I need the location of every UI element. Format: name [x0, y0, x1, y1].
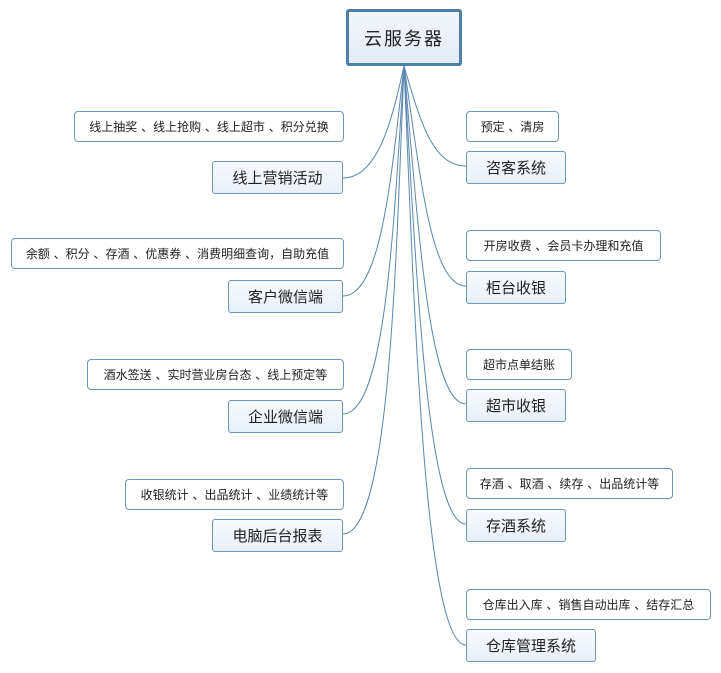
connector-line: [342, 65, 405, 297]
note-warehouse-management: 仓库出入库 、销售自动出库 、结存汇总: [466, 589, 711, 620]
note-text: 超市点单结账: [482, 358, 555, 372]
connector-line: [342, 65, 405, 415]
note-online-marketing: 线上抽奖 、线上抢购 、线上超市 、积分兑换: [74, 111, 344, 142]
topic-label: 超市收银: [485, 397, 546, 415]
topic-online-marketing[interactable]: 线上营销活动: [212, 161, 343, 194]
topic-supermarket-cashier[interactable]: 超市收银: [466, 389, 566, 422]
note-text: 线上抽奖 、线上抢购 、线上超市 、积分兑换: [89, 120, 329, 134]
connector-line: [342, 65, 405, 179]
note-enterprise-wechat: 酒水签送 、实时营业房台态 、线上预定等: [87, 359, 344, 390]
topic-label: 企业微信端: [247, 408, 323, 426]
topic-pc-reports[interactable]: 电脑后台报表: [212, 519, 343, 552]
connector-line: [403, 65, 467, 405]
connector-line: [403, 65, 467, 525]
topic-reception-system[interactable]: 咨客系统: [466, 151, 566, 184]
topic-warehouse-management[interactable]: 仓库管理系统: [466, 629, 596, 662]
note-text: 酒水签送 、实时营业房台态 、线上预定等: [103, 368, 328, 382]
topic-label: 咨客系统: [485, 159, 546, 177]
connector-line: [403, 65, 467, 287]
connector-line: [342, 65, 405, 535]
topic-label: 存酒系统: [485, 517, 546, 535]
note-reception-system: 预定 、清房: [466, 111, 559, 142]
note-customer-wechat: 余额 、积分 、存酒 、优惠券 、消费明细查询，自助充值: [11, 238, 344, 269]
note-text: 收银统计 、出品统计 、业绩统计等: [140, 488, 329, 502]
topic-label: 电脑后台报表: [232, 527, 323, 545]
topic-wine-storage[interactable]: 存酒系统: [466, 509, 566, 542]
topic-enterprise-wechat[interactable]: 企业微信端: [228, 400, 343, 433]
topic-label: 线上营销活动: [232, 169, 323, 187]
note-pc-reports: 收银统计 、出品统计 、业绩统计等: [125, 479, 344, 510]
note-text: 开房收费 、会员卡办理和充值: [483, 239, 644, 253]
topic-counter-cashier[interactable]: 柜台收银: [466, 271, 566, 304]
note-text: 预定 、清房: [480, 120, 545, 134]
root-node[interactable]: 云服务器: [346, 9, 462, 66]
connector-line: [403, 65, 467, 646]
note-text: 存酒 、取酒 、续存 、出品统计等: [479, 477, 660, 491]
topic-label: 仓库管理系统: [485, 637, 576, 655]
connector-line: [403, 65, 467, 167]
topic-label: 柜台收银: [485, 279, 546, 297]
note-text: 仓库出入库 、销售自动出库 、结存汇总: [482, 598, 695, 612]
note-wine-storage: 存酒 、取酒 、续存 、出品统计等: [466, 468, 673, 499]
root-label: 云服务器: [364, 28, 444, 50]
note-counter-cashier: 开房收费 、会员卡办理和充值: [466, 230, 661, 261]
note-supermarket-cashier: 超市点单结账: [466, 349, 572, 380]
topic-customer-wechat[interactable]: 客户微信端: [228, 280, 343, 313]
note-text: 余额 、积分 、存酒 、优惠券 、消费明细查询，自助充值: [25, 247, 330, 261]
topic-label: 客户微信端: [247, 288, 323, 306]
